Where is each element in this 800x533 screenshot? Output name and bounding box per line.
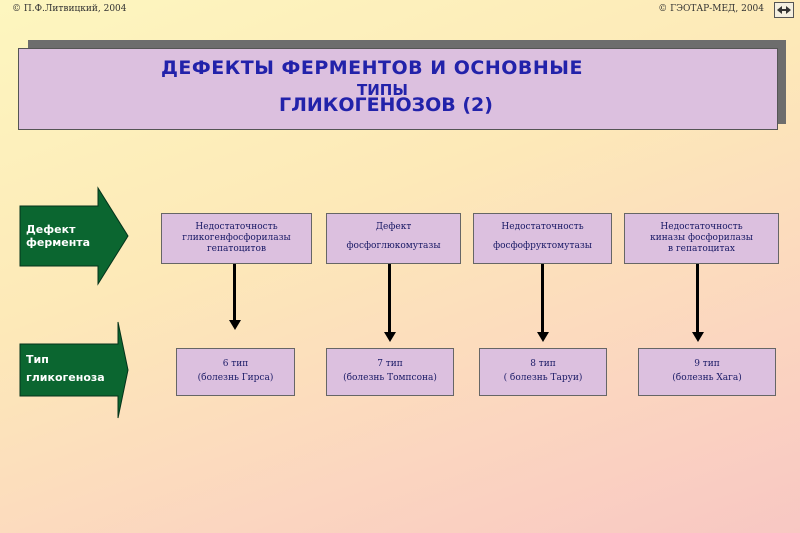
- arrowhead-1: [229, 320, 241, 330]
- nav-arrows-icon: [777, 6, 791, 14]
- copyright-right: © ГЭОТАР-МЕД, 2004: [658, 4, 764, 14]
- type-box-8: 8 тип( болезнь Таруи): [479, 348, 607, 396]
- connector-2: [388, 264, 391, 334]
- type-box-7: 7 тип(болезнь Томпсона): [326, 348, 454, 396]
- title-box: ДЕФЕКТЫ ФЕРМЕНТОВ И ОСНОВНЫЕ ТИПЫ ГЛИКОГ…: [18, 48, 778, 130]
- enzyme-defect-arrow: [19, 186, 129, 286]
- glycogenosis-type-label: Тип гликогеноза: [26, 353, 105, 384]
- copyright-left: © П.Ф.Литвицкий, 2004: [12, 4, 127, 14]
- title-line-1: ДЕФЕКТЫ ФЕРМЕНТОВ И ОСНОВНЫЕ: [161, 57, 583, 79]
- arrowhead-4: [692, 332, 704, 342]
- type-box-6: 6 тип(болезнь Гирса): [176, 348, 295, 396]
- nav-button[interactable]: [774, 2, 794, 18]
- connector-1: [233, 264, 236, 322]
- connector-4: [696, 264, 699, 334]
- arrowhead-2: [384, 332, 396, 342]
- connector-3: [541, 264, 544, 334]
- title-overlap: ТИПЫ: [357, 81, 408, 99]
- type-box-9: 9 тип(болезнь Хага): [638, 348, 776, 396]
- glycogenosis-type-arrow: [19, 321, 129, 419]
- arrowhead-3: [537, 332, 549, 342]
- enzyme-defect-label: Дефект фермента: [26, 223, 91, 249]
- title-line-2: ГЛИКОГЕНОЗОВ (2): [279, 94, 493, 116]
